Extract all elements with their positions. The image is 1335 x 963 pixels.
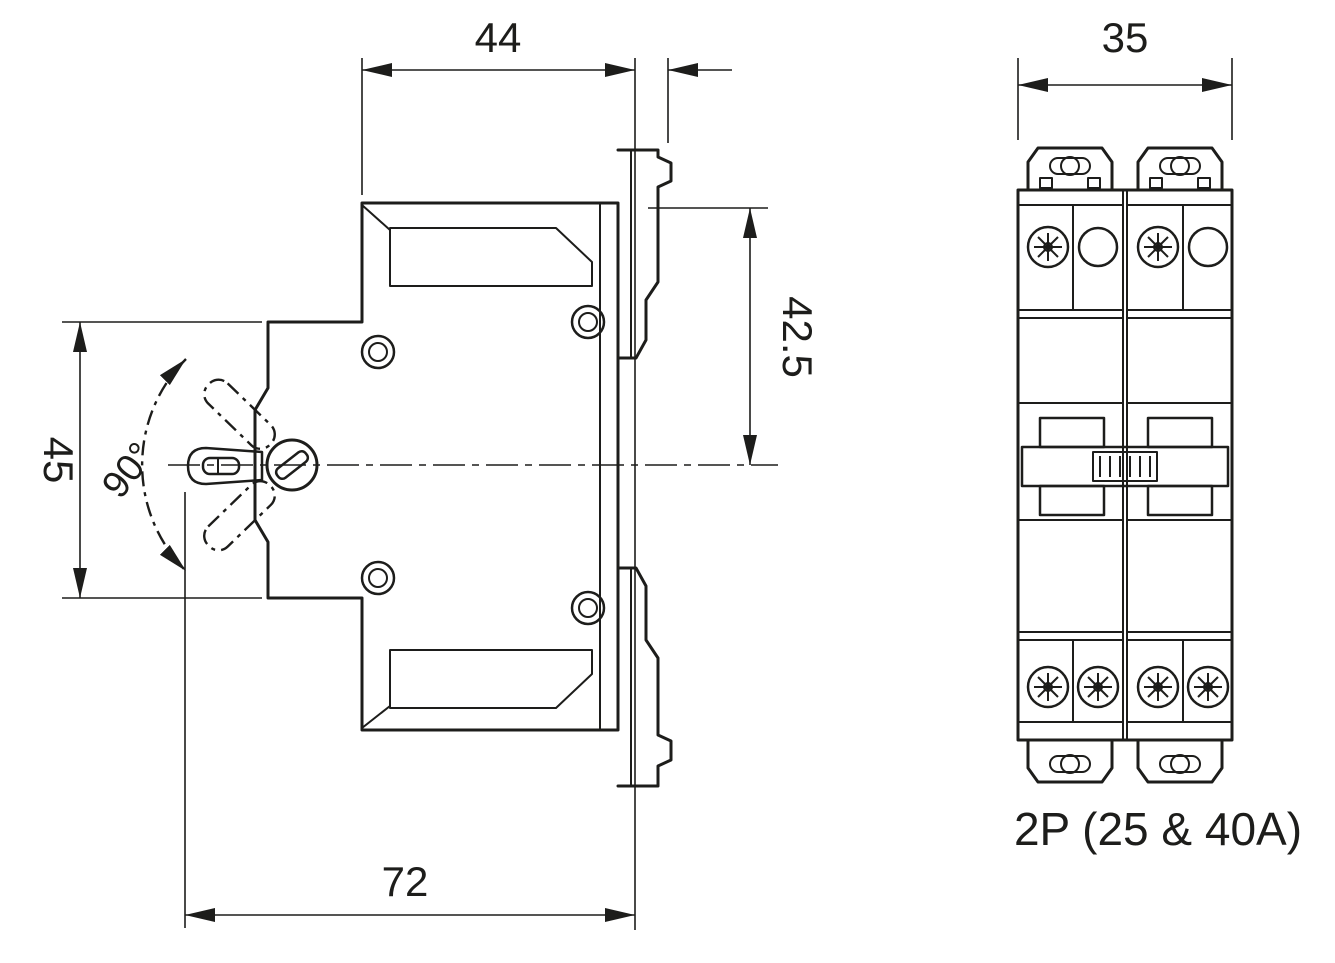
handle-tie-bar [1020,445,1230,488]
terminal-hole [1077,226,1119,268]
dim-label-44: 44 [475,14,522,61]
module-body-outline [1016,188,1234,742]
handle-grip [1092,451,1158,482]
angle-label-90: 90° [94,435,162,506]
handle-lever-ghost-up [203,479,276,552]
dim-label-35: 35 [1102,14,1149,61]
rotation-arc [140,358,187,572]
top-recess-panel [389,227,593,287]
dim-42-5: 42.5 [648,207,821,465]
dim-label-45: 45 [35,437,82,484]
dim-35: 35 [1017,14,1233,140]
breaker-body-outline [253,201,620,732]
terminal-hole [1187,226,1229,268]
caption: 2P (25 & 40A) [1014,803,1302,855]
rivet [360,334,396,370]
din-clip-bottom [616,566,673,788]
top-tab-pole1 [1026,146,1114,192]
body-chamfer-lines [361,204,391,729]
rivet [570,304,606,340]
dim-72: 72 [184,492,635,928]
handle-lever [186,446,264,486]
bottom-tab-pole1 [1026,738,1114,784]
din-clip-top [616,148,673,360]
toggle-handle-assembly [1020,416,1230,517]
side-view [140,148,778,788]
dim-45: 45 [35,321,262,599]
rivet [360,560,396,596]
angle-90: 90° [94,435,162,506]
module-face-lines [1018,204,1232,723]
dim-44: 44 [361,14,732,930]
rivet [570,590,606,626]
bottom-recess-panel [389,649,593,709]
bottom-tab-pole2 [1136,738,1224,784]
dim-label-72: 72 [382,858,429,905]
top-tab-pole2 [1136,146,1224,192]
front-view [1016,146,1234,784]
dim-label-42-5: 42.5 [774,296,821,378]
handle-pivot-screw [265,438,319,492]
handle-lever-ghost-down [203,378,276,451]
